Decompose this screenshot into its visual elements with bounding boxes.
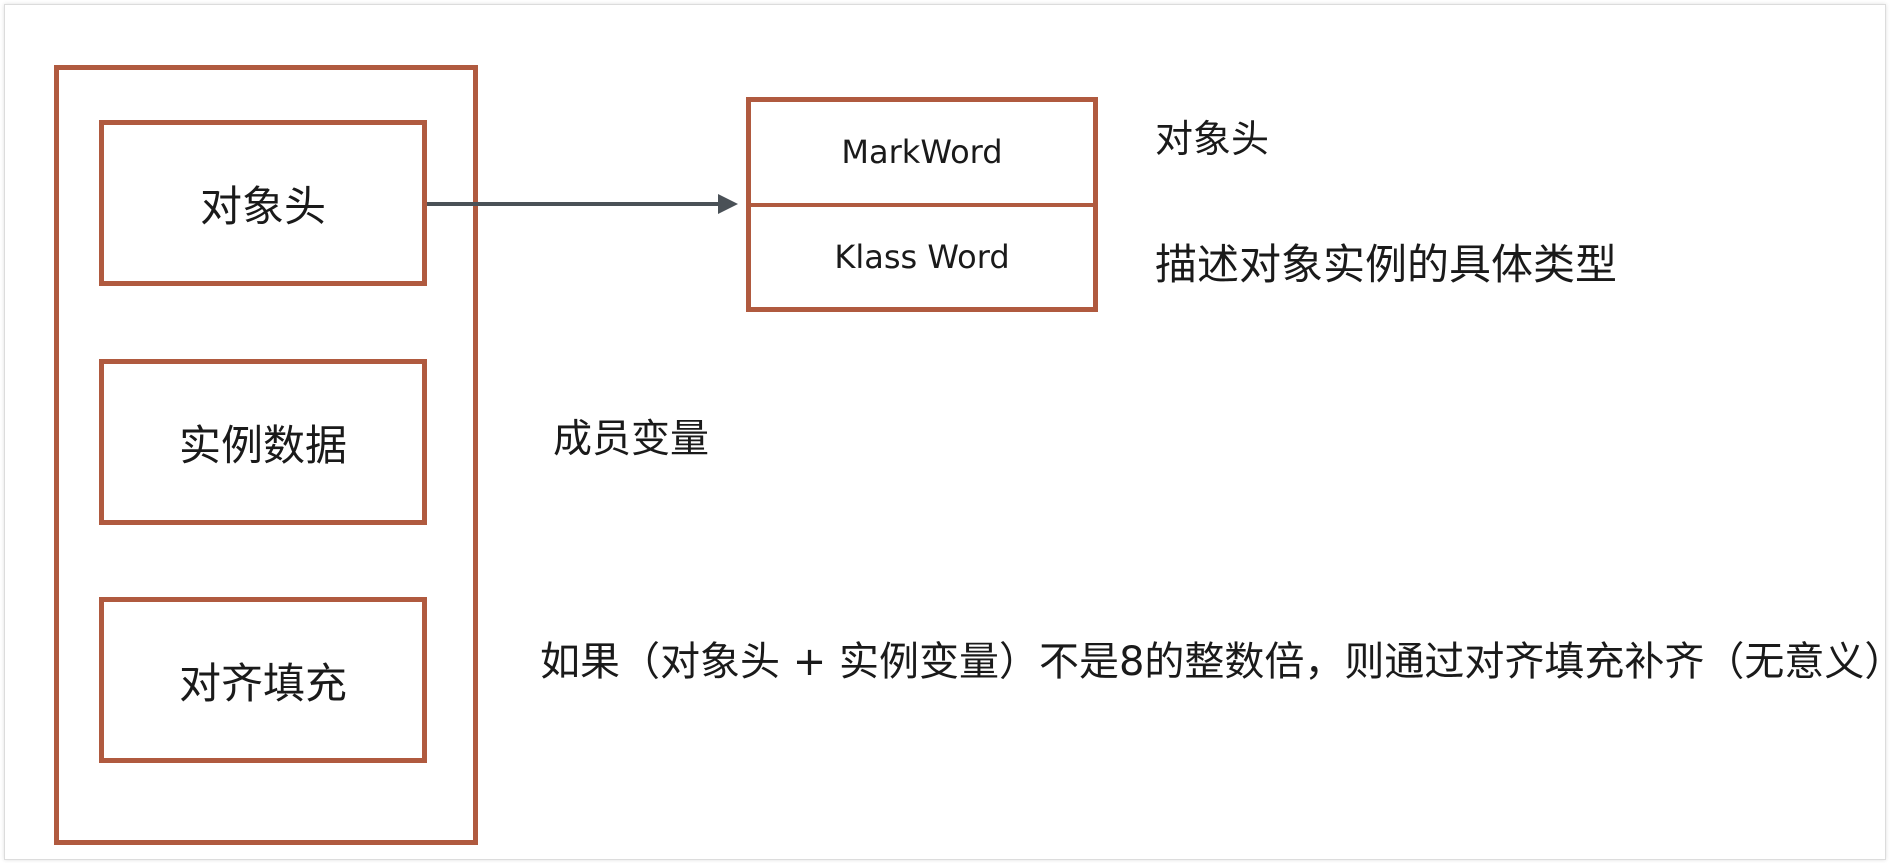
instance-data-block: 实例数据 (99, 359, 427, 525)
padding-block: 对齐填充 (99, 597, 427, 763)
object-header-block: 对象头 (99, 120, 427, 286)
klass-word-cell: Klass Word (751, 202, 1093, 308)
mark-word-label: MarkWord (841, 133, 1003, 172)
mark-word-note: 对象头 (1155, 117, 1270, 161)
instance-data-label: 实例数据 (178, 420, 347, 470)
padding-note: 如果（对象头 + 实例变量）不是8的整数倍，则通过对齐填充补齐（无意义） (540, 639, 1892, 685)
mark-word-cell: MarkWord (751, 102, 1093, 203)
klass-word-note: 描述对象实例的具体类型 (1155, 240, 1618, 289)
object-header-label: 对象头 (199, 181, 326, 231)
header-detail-table: MarkWord Klass Word (746, 97, 1098, 312)
instance-data-note: 成员变量 (553, 417, 710, 462)
padding-label: 对齐填充 (178, 658, 347, 708)
klass-word-label: Klass Word (834, 237, 1010, 276)
